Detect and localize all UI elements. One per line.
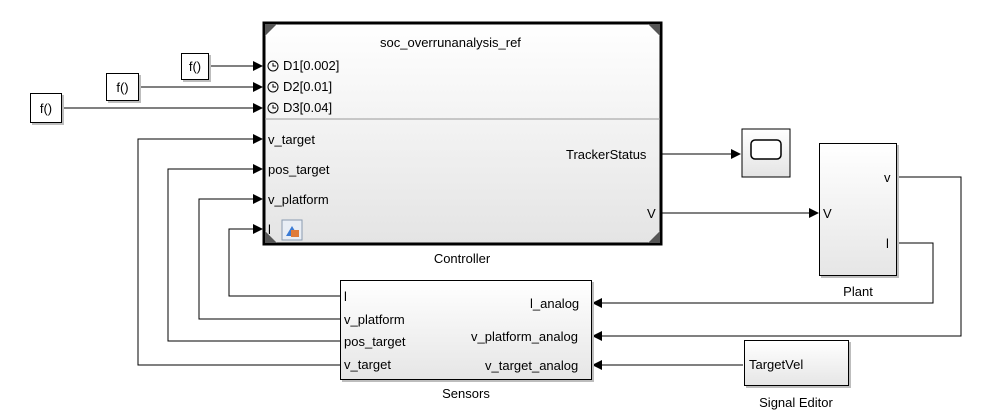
signal-line-plant-l-to-sensors <box>592 242 934 308</box>
controller-corner-tr <box>648 24 660 36</box>
controller-output-v: V <box>647 206 656 221</box>
signal-line-sensors-l-to-controller <box>228 224 340 297</box>
controller-trigger-d3: D3[0.04] <box>283 100 333 115</box>
controller-block[interactable] <box>262 21 663 246</box>
function-block-3[interactable]: f() <box>30 93 62 123</box>
controller-output-trackerstatus: TrackerStatus <box>566 147 647 162</box>
plant-caption: Plant <box>843 284 873 299</box>
controller-caption: Controller <box>433 251 491 266</box>
signal-line-sensors-postarget-to-controller <box>167 164 340 342</box>
signal-editor-text: TargetVel <box>749 357 804 372</box>
sensors-output-v-target-analog: v_target_analog <box>485 358 579 373</box>
signal-editor-block[interactable] <box>744 340 849 386</box>
function-block-label: f() <box>116 79 129 95</box>
controller-title: soc_overrunanalysis_ref <box>380 35 521 50</box>
controller-input-l: l <box>268 222 271 237</box>
sensors-output-l-analog: l_analog <box>530 296 580 311</box>
controller-trigger-d1: D1[0.002] <box>283 58 340 73</box>
controller-corner-bl <box>265 231 277 243</box>
sensors-caption: Sensors <box>442 386 490 401</box>
model-reference-icon[interactable] <box>281 219 303 241</box>
plant-output-l: l <box>886 236 889 251</box>
controller-input-v-target: v_target <box>268 132 315 147</box>
function-block-1[interactable]: f() <box>181 53 209 80</box>
sensors-input-v-platform: v_platform <box>344 312 405 327</box>
clock-icon <box>267 60 279 72</box>
signal-line-sensors-vtarget-to-controller <box>137 134 340 366</box>
plant-block[interactable] <box>819 143 897 276</box>
clock-icon <box>267 102 279 114</box>
plant-input-v: V <box>823 206 832 221</box>
sensors-block[interactable] <box>340 280 592 380</box>
controller-corner-tl <box>265 24 277 36</box>
signal-editor-caption: Signal Editor <box>759 395 833 410</box>
plant-output-v: v <box>884 170 891 185</box>
scope-block[interactable] <box>741 128 791 178</box>
sensors-input-l: l <box>344 289 347 304</box>
sensors-output-v-platform-analog: v_platform_analog <box>471 329 578 344</box>
controller-input-v-platform: v_platform <box>268 192 329 207</box>
signal-line-sensors-vplatform-to-controller <box>198 194 340 320</box>
function-block-label: f() <box>39 100 53 116</box>
function-block-label: f() <box>188 59 202 74</box>
clock-icon <box>267 81 279 93</box>
controller-corner-br <box>648 231 660 243</box>
sensors-input-pos-target: pos_target <box>344 334 406 349</box>
sensors-input-v-target: v_target <box>344 357 391 372</box>
controller-trigger-d2: D2[0.01] <box>283 79 333 94</box>
signal-line-plant-v-to-sensors <box>592 176 962 341</box>
function-block-2[interactable]: f() <box>106 73 139 101</box>
controller-input-pos-target: pos_target <box>268 162 330 177</box>
